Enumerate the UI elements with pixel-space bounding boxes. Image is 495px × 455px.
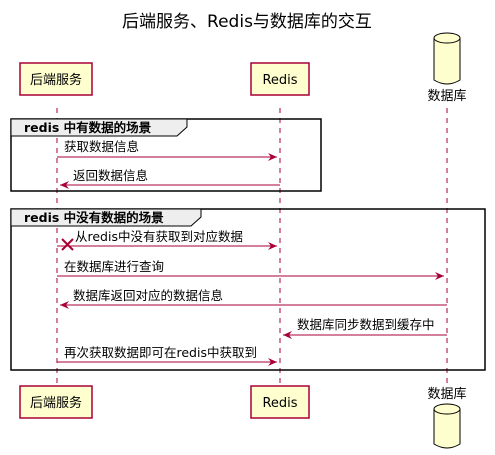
svg-text:后端服务: 后端服务 (30, 395, 82, 411)
participant-db-top: 数据库 (427, 32, 467, 104)
database-icon (433, 409, 461, 449)
lost-message-x-icon (61, 238, 74, 251)
group-hit: redis 中有数据的场景 (10, 118, 322, 192)
msg-redis-miss: 从redis中没有获取到对应数据 (75, 229, 243, 244)
svg-text:数据库: 数据库 (427, 88, 466, 104)
msg-retry: 再次获取数据即可在redis中获取到 (64, 345, 257, 360)
svg-text:数据库: 数据库 (427, 386, 466, 402)
database-icon (433, 38, 461, 85)
group-hit-label: redis 中有数据的场景 (24, 120, 152, 135)
participant-backend-top: 后端服务 (19, 62, 93, 96)
svg-text:Redis: Redis (262, 396, 297, 411)
msg-query-db: 在数据库进行查询 (64, 259, 164, 274)
svg-text:Redis: Redis (262, 73, 297, 88)
msg-db-return: 数据库返回对应的数据信息 (73, 288, 223, 303)
participant-backend-bottom: 后端服务 (19, 385, 93, 419)
participant-redis-top: Redis (250, 62, 310, 96)
msg-sync-cache: 数据库同步数据到缓存中 (297, 317, 435, 332)
svg-text:后端服务: 后端服务 (30, 72, 82, 88)
group-miss: redis 中没有数据的场景 (10, 208, 486, 371)
msg-return-data: 返回数据信息 (73, 168, 148, 183)
group-miss-label: redis 中没有数据的场景 (24, 210, 164, 225)
msg-get-data: 获取数据信息 (64, 139, 139, 154)
diagram-title: 后端服务、Redis与数据库的交互 (122, 12, 372, 32)
participant-db-bottom: 数据库 (427, 386, 467, 449)
participant-redis-bottom: Redis (250, 385, 310, 419)
